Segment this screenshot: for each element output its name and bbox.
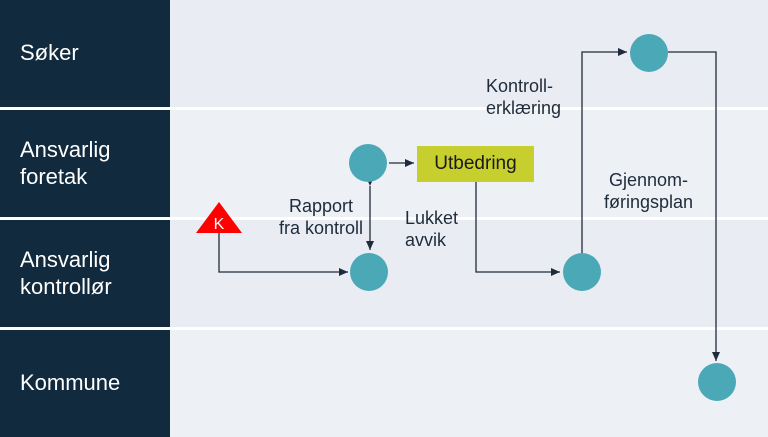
k-marker-letter: K (214, 216, 225, 233)
label-lukket-avvik: Lukket avvik (405, 208, 459, 250)
k-marker-triangle (196, 202, 242, 233)
lane-soker (170, 0, 768, 107)
lane-label-ansvarlig-kontrollor: Ansvarlig kontrollør (0, 220, 170, 327)
connector-kontrollerklaering (581, 48, 627, 253)
label-kontrollerklaering: Kontroll- erklæring (486, 76, 562, 118)
label-gjennomforingsplan: Gjennom- føringsplan (604, 170, 694, 212)
connector-lukket-avvik (475, 182, 560, 276)
node-soker (630, 34, 668, 72)
lane-ansvarlig-kontrollor (170, 220, 768, 327)
lane-label-soker: Søker (0, 0, 170, 107)
label-rapport-fra-kontroll: Rapport fra kontroll (279, 196, 364, 238)
lane-label-kommune: Kommune (0, 330, 170, 437)
lane-kommune (170, 330, 768, 437)
node-kontrollor (350, 253, 388, 291)
connector-gjennomforingsplan (668, 51, 720, 361)
node-lukket-avvik (563, 253, 601, 291)
node-kommune (698, 363, 736, 401)
utbedring-box: Utbedring (417, 146, 534, 182)
connector-k-to-kontrollor (218, 232, 348, 276)
lane-label-ansvarlig-foretak: Ansvarlig foretak (0, 110, 170, 217)
node-foretak (349, 144, 387, 182)
